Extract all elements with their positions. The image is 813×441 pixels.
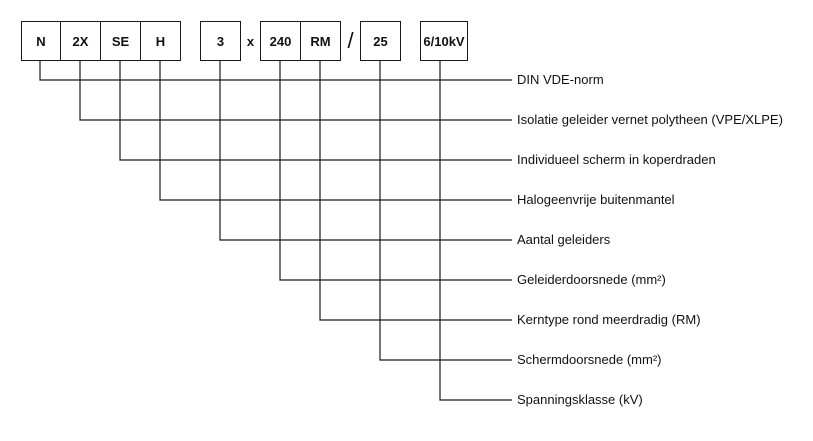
desc-outer-sheath: Halogeenvrije buitenmantel bbox=[517, 192, 675, 207]
slash-separator: / bbox=[347, 28, 354, 53]
connector-2x bbox=[79, 61, 512, 121]
connector-25 bbox=[379, 61, 512, 361]
code-box-n: N bbox=[21, 21, 61, 61]
desc-conductor-count: Aantal geleiders bbox=[517, 232, 611, 247]
desc-conductor-section: Geleiderdoorsnede (mm²) bbox=[517, 272, 666, 287]
desc-isolation: Isolatie geleider vernet polytheen (VPE/… bbox=[517, 112, 783, 127]
desc-screen-section: Schermdoorsnede (mm²) bbox=[517, 352, 662, 367]
code-box-240: 240 bbox=[260, 21, 301, 61]
code-box-6-10kv: 6/10kV bbox=[420, 21, 468, 61]
code-box-3: 3 bbox=[200, 21, 241, 61]
connector-3 bbox=[219, 61, 512, 241]
desc-core-type: Kerntype rond meerdradig (RM) bbox=[517, 312, 701, 327]
times-separator: x bbox=[246, 33, 255, 49]
connector-se bbox=[119, 61, 512, 161]
code-box-h: H bbox=[140, 21, 181, 61]
connector-rm bbox=[319, 61, 512, 321]
code-box-rm: RM bbox=[300, 21, 341, 61]
desc-voltage-class: Spanningsklasse (kV) bbox=[517, 392, 643, 407]
code-box-25: 25 bbox=[360, 21, 401, 61]
connector-h bbox=[159, 61, 512, 201]
desc-screen: Individueel scherm in koperdraden bbox=[517, 152, 716, 167]
code-box-2x: 2X bbox=[60, 21, 101, 61]
desc-din-vde-norm: DIN VDE-norm bbox=[517, 72, 604, 87]
code-box-se: SE bbox=[100, 21, 141, 61]
connector-240 bbox=[279, 61, 512, 281]
connector-6-10kv bbox=[439, 61, 512, 401]
connector-n bbox=[39, 61, 512, 81]
